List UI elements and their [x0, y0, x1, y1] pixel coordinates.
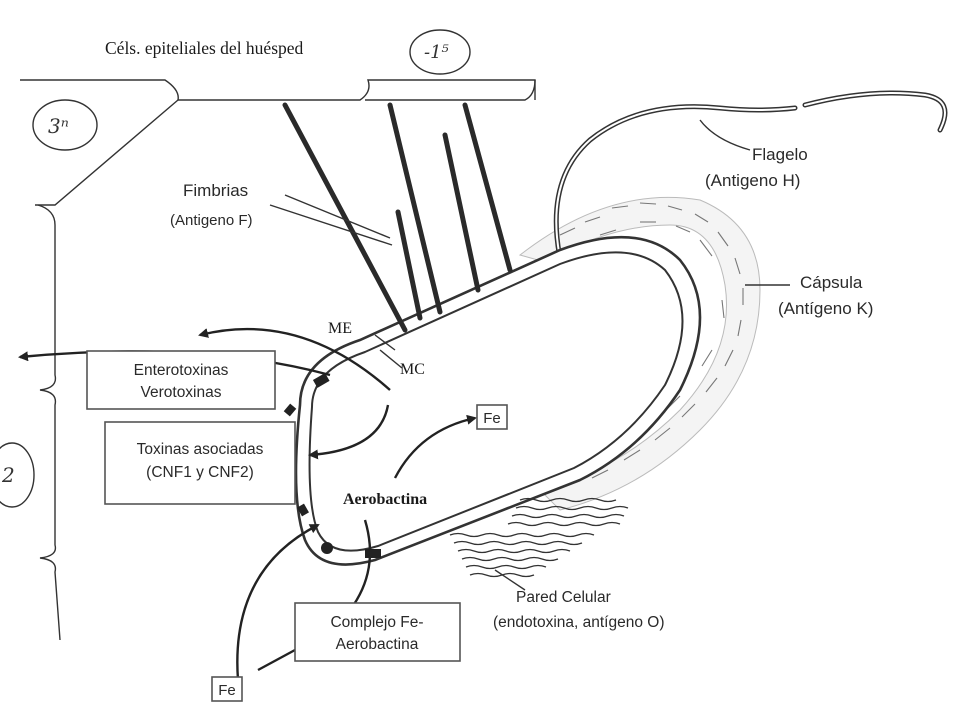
enterotoxin-arrow-upper: [198, 327, 391, 391]
box-fe-top: Fe: [476, 404, 508, 430]
flagelo-leader: [699, 119, 751, 151]
capsula-label: Cápsula: [800, 273, 863, 292]
fimbria-1: [282, 102, 408, 333]
aerobactina-label: Aerobactina: [343, 491, 427, 508]
note-circle-top: [409, 29, 471, 75]
capsule-hatching: [559, 202, 744, 479]
fe-bottom-arrow: [236, 523, 320, 681]
host-cell-boundaries: [20, 79, 536, 641]
transporter-1: [312, 373, 330, 388]
fimbrias-antigen-label: (Antigeno F): [170, 212, 253, 229]
flagellum-tip-inner: [804, 92, 946, 131]
transporter-5: [365, 549, 381, 558]
fimbriae: [282, 102, 513, 333]
fe-top-label: Fe: [483, 410, 501, 427]
transporter-4: [321, 542, 333, 554]
cell-wall-lps: [449, 497, 629, 578]
note-bottom: 2: [1, 463, 15, 487]
enterotoxinas-line2: Verotoxinas: [141, 384, 222, 401]
host-cell-top-edge: [20, 79, 536, 101]
flagelo-antigen-label: (Antigeno H): [705, 171, 800, 190]
note-left: 3ⁿ: [48, 114, 69, 138]
bacterium-body: [294, 235, 702, 566]
box-toxinas-asociadas: Toxinas asociadas (CNF1 y CNF2): [104, 421, 296, 505]
transporter-2: [283, 403, 297, 417]
fe-uptake-arrow: [393, 414, 477, 479]
box-complejo: Complejo Fe- Aerobactina: [294, 602, 461, 662]
fimbria-4: [462, 102, 513, 273]
me-leader: [374, 334, 396, 351]
capsule: [518, 196, 761, 511]
toxinas-line1: Toxinas asociadas: [137, 441, 264, 458]
fimbrias-leader-a: [284, 194, 391, 239]
pared-leader: [494, 569, 526, 591]
complejo-line1: Complejo Fe-: [330, 614, 423, 631]
fimbria-5: [395, 209, 423, 321]
toxin-arrow: [308, 404, 390, 460]
host-cell-left-edge: [37, 204, 61, 641]
fimbrias-leader-b: [269, 204, 393, 246]
handwritten-notes: -1⁵ 3ⁿ 2: [0, 29, 471, 508]
flagellum-inner: [555, 105, 796, 259]
fimbrias-label: Fimbrias: [183, 181, 248, 200]
capsula-antigen-label: (Antígeno K): [778, 299, 873, 318]
flagelo-label: Flagelo: [752, 145, 808, 164]
box-fe-bottom: Fe: [211, 676, 243, 702]
box-enterotoxinas: Enterotoxinas Verotoxinas: [86, 350, 276, 410]
host-cell-top-bracket: [365, 79, 536, 101]
fimbria-2: [387, 102, 443, 315]
toxinas-line2: (CNF1 y CNF2): [146, 464, 254, 481]
fe-bottom-label: Fe: [218, 682, 236, 699]
pared-celular-detail: (endotoxina, antígeno O): [493, 614, 664, 631]
mc-label: MC: [400, 361, 425, 378]
pared-celular-label: Pared Celular: [516, 589, 611, 606]
complex-arrow: [349, 519, 372, 611]
host-cell-diagonal: [35, 99, 179, 206]
leader-lines: [269, 119, 790, 591]
mc-leader: [379, 349, 403, 369]
capsule-halo: [518, 196, 761, 511]
note-circle-left: [32, 99, 98, 151]
note-circle-bottom: [0, 442, 35, 508]
complejo-line2: Aerobactina: [336, 636, 419, 653]
membrane-transporters: [283, 373, 381, 558]
enterotoxinas-line1: Enterotoxinas: [134, 362, 229, 379]
flagellum-tip-outer: [802, 90, 948, 133]
transporter-3: [297, 503, 309, 517]
host-cells-label: Céls. epiteliales del huésped: [105, 38, 304, 58]
fimbria-3: [442, 132, 481, 293]
flagellum: [553, 90, 948, 261]
note-top: -1⁵: [424, 42, 449, 63]
me-label: ME: [328, 320, 352, 337]
fe-complex-link: [257, 648, 296, 672]
